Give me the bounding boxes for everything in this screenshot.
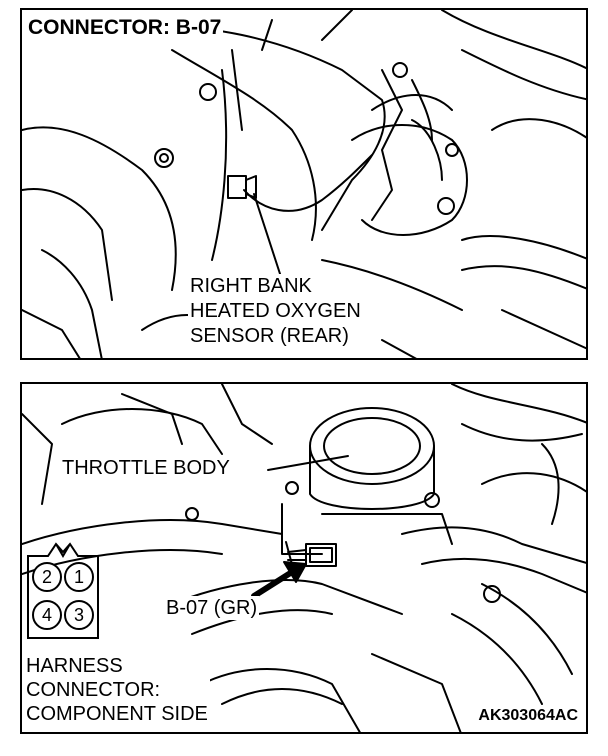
- connector-pin-2: 2: [32, 562, 62, 592]
- harness-label-line: COMPONENT SIDE: [26, 703, 208, 725]
- harness-connector-face: 2 1 4 3: [26, 540, 100, 640]
- connector-pin-1: 1: [64, 562, 94, 592]
- harness-label-line: HARNESS: [26, 655, 123, 677]
- throttle-body-line-art: [22, 384, 586, 732]
- connector-housing-outline: [27, 542, 99, 639]
- figure-code: AK303064AC: [476, 706, 580, 726]
- sensor-label: RIGHT BANK HEATED OXYGEN SENSOR (REAR): [188, 274, 363, 349]
- throttle-body-label: THROTTLE BODY: [60, 456, 232, 480]
- connector-pin-4: 4: [32, 600, 62, 630]
- harness-label-line: CONNECTOR:: [26, 679, 161, 701]
- connector-title: CONNECTOR: B-07: [26, 16, 224, 40]
- engine-bay-rear-view-panel: CONNECTOR: B-07 RIGHT BANK HEATED OXYGEN…: [20, 8, 588, 360]
- connector-b07-label: B-07 (GR): [164, 596, 260, 620]
- connector-pin-3: 3: [64, 600, 94, 630]
- sensor-label-line: SENSOR (REAR): [190, 325, 349, 347]
- harness-connector-label: HARNESS CONNECTOR: COMPONENT SIDE: [24, 654, 210, 726]
- throttle-body-view-panel: THROTTLE BODY B-07 (GR) 2 1 4 3 HARNESS …: [20, 382, 588, 734]
- sensor-label-line: HEATED OXYGEN: [190, 300, 361, 322]
- engine-bay-rear-line-art: [22, 10, 586, 358]
- sensor-label-line: RIGHT BANK: [190, 275, 312, 297]
